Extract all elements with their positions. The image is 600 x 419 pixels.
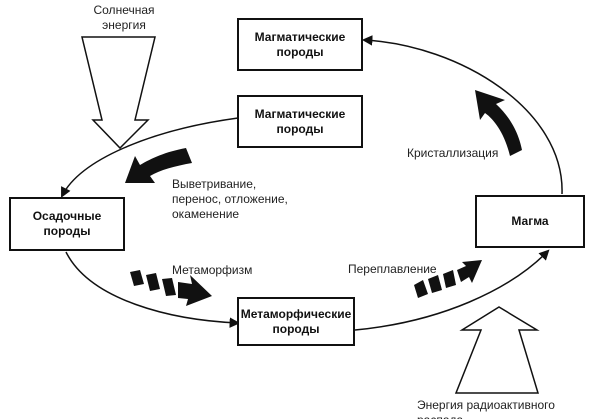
flow-magma-to-igneous [361, 35, 563, 195]
label-remelting: Переплавление [348, 262, 437, 276]
radioactive-energy-arrow [454, 306, 540, 394]
flow-sedimentary-to-metamorphic [65, 251, 241, 328]
box-igneous-rocks: Магматические породы [237, 95, 363, 148]
crystallization-bold-arrow [475, 90, 522, 156]
box-label: Метаморфические породы [240, 306, 352, 336]
label-radioactive-energy: Энергия радиоактивного распада [417, 398, 555, 419]
box-magma: Магма [475, 195, 585, 248]
label-crystallization: Кристаллизация [407, 146, 499, 160]
label-weathering: Выветривание, перенос, отложение, окамен… [172, 177, 288, 221]
metamorphism-dashed-arrow [130, 270, 212, 306]
solar-energy-arrow [81, 36, 156, 150]
box-label: Осадочные породы [32, 209, 102, 238]
box-sedimentary-rocks: Осадочные породы [9, 197, 125, 251]
box-label: Магматические породы [254, 106, 346, 136]
remelting-dashed-arrow [414, 260, 482, 298]
weathering-bold-arrow [125, 148, 192, 183]
label-solar-energy: Солнечная энергия [93, 3, 155, 32]
box-metamorphic-rocks: Метаморфические породы [237, 297, 355, 346]
label-metamorphism: Метаморфизм [172, 263, 253, 277]
flow-metamorphic-to-magma [354, 249, 550, 331]
flow-igneous-to-sedimentary [61, 117, 239, 198]
box-label: Магма [511, 214, 549, 228]
box-label: Магматические породы [254, 29, 346, 59]
box-igneous-rocks-top: Магматические породы [237, 18, 363, 71]
